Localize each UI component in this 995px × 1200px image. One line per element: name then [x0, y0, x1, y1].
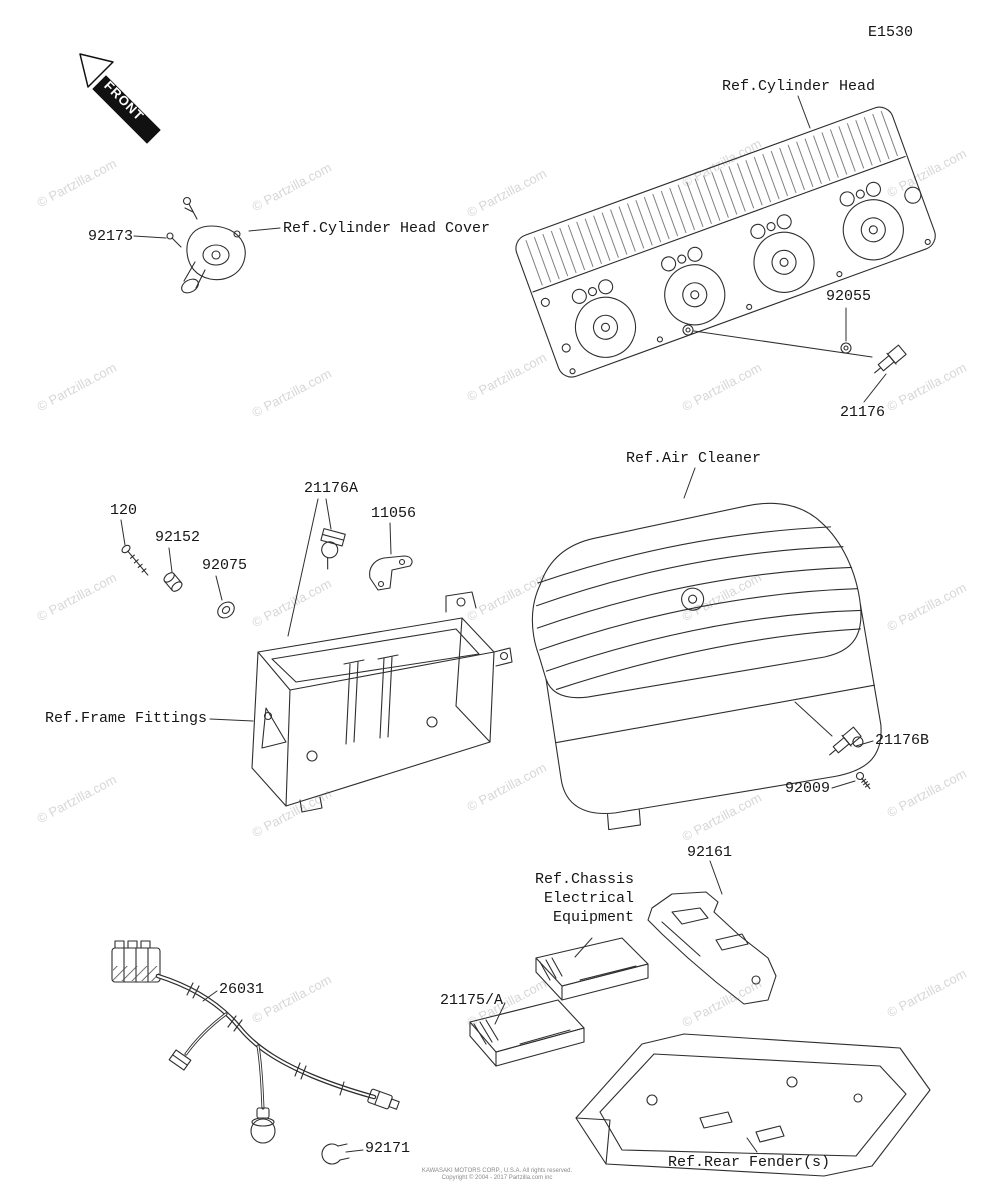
clamp-92171-drawing [321, 1143, 350, 1165]
sensor-21176a-drawing [320, 528, 346, 570]
cylinder-head-cover-drawing [166, 196, 246, 294]
part-label-21176b: 21176B [875, 732, 930, 749]
part-label-21176: 21176 [840, 404, 886, 421]
part-label-92075: 92075 [202, 557, 248, 574]
part-label-92055: 92055 [826, 288, 872, 305]
ref-label-cylinder-head: Ref.Cylinder Head [722, 78, 876, 95]
part-label-92173: 92173 [88, 228, 134, 245]
air-cleaner-drawing [531, 502, 882, 831]
oring-92055-drawing [840, 342, 852, 354]
sensor-21176b-drawing [829, 726, 862, 756]
frame-fittings-drawing [251, 591, 513, 813]
grommet-92075-drawing [217, 601, 235, 619]
cylinder-head-drawing [515, 106, 936, 378]
footer-line-2: Copyright © 2004 - 2017 Partzilla.com in… [441, 1175, 553, 1181]
part-label-120: 120 [110, 502, 138, 519]
ecu-boxes-drawing [469, 937, 649, 1067]
part-label-21175a: 21175/A [440, 992, 504, 1009]
ref-chassis-line-1: Ref.Chassis [534, 871, 634, 888]
collar-92152-drawing [163, 572, 183, 592]
part-label-92161: 92161 [687, 844, 733, 861]
sensor-21176-drawing [874, 344, 907, 374]
ref-label-chassis-electrical-equipment: Ref.Chassis Electrical Equipment [500, 870, 634, 927]
diagram-code: E1530 [868, 24, 914, 41]
sensor-port [682, 324, 694, 336]
ref-chassis-line-3: Equipment [552, 909, 634, 926]
bolt-120-drawing [121, 544, 149, 576]
footer-fine-print: KAWASAKI MOTORS CORP., U.S.A. All rights… [397, 1168, 597, 1182]
part-label-11056: 11056 [371, 505, 417, 522]
ref-label-frame-fittings: Ref.Frame Fittings [45, 710, 208, 727]
wiring-harness-drawing [111, 940, 400, 1144]
leader-lines [120, 95, 887, 1153]
part-label-92009: 92009 [785, 780, 831, 797]
part-label-21176a: 21176A [304, 480, 359, 497]
bracket-11056-drawing [369, 555, 413, 591]
front-arrow-icon: FRONT [79, 53, 161, 144]
bracket-92161-drawing [647, 891, 777, 1005]
ref-label-cylinder-head-cover: Ref.Cylinder Head Cover [283, 220, 491, 237]
part-label-92171: 92171 [365, 1140, 411, 1157]
ref-chassis-line-2: Electrical [543, 890, 634, 907]
ref-label-air-cleaner: Ref.Air Cleaner [626, 450, 762, 467]
bolt-92009-drawing [855, 771, 871, 790]
footer-line-1: KAWASAKI MOTORS CORP., U.S.A. All rights… [421, 1168, 573, 1174]
ref-label-rear-fenders: Ref.Rear Fender(s) [668, 1154, 831, 1171]
part-label-92152: 92152 [155, 529, 201, 546]
part-label-26031: 26031 [219, 981, 265, 998]
rear-fender-drawing [575, 1033, 931, 1177]
